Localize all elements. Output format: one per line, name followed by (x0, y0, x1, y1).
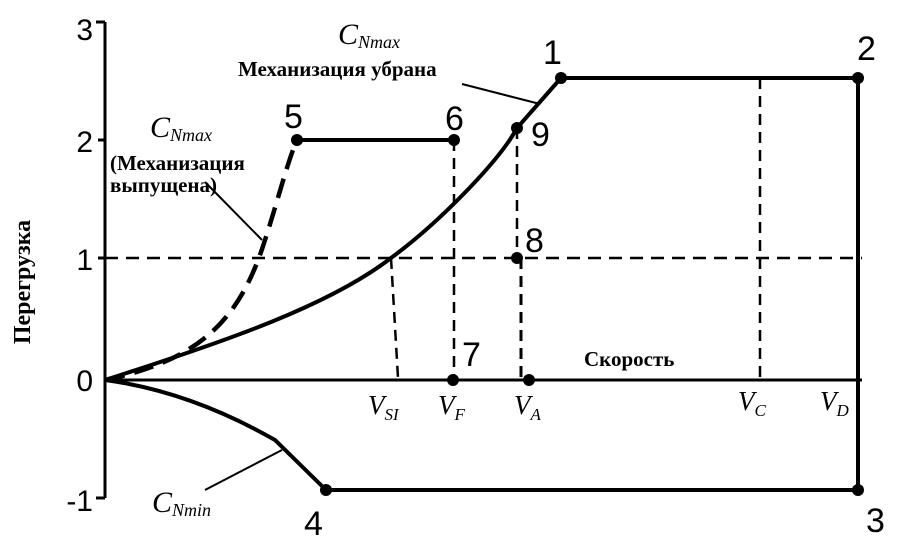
point-9-marker (511, 122, 523, 134)
point-5-label: 5 (284, 98, 303, 136)
cn-min-curve (104, 378, 328, 492)
speed-label-vsi: VSI (368, 390, 400, 424)
cn-max-extended-caption-line1: (Механизация (110, 151, 245, 175)
cn-max-retracted-curve (104, 76, 563, 382)
point-1-label: 1 (543, 34, 562, 72)
cn-max-retracted-caption: Механизация убрана (238, 57, 437, 81)
point-8-marker (511, 252, 523, 264)
x-axis-title: Скорость (584, 347, 674, 371)
point-4-marker (320, 484, 332, 496)
cn-max-extended-caption-line2: выпущена) (110, 173, 217, 197)
cn-max-extended-curve (104, 139, 300, 383)
point-1-marker (555, 72, 567, 84)
cn-min-symbol: CNmin (152, 486, 211, 520)
point-6-marker (448, 134, 460, 146)
y-tick-label-1: 1 (76, 244, 93, 277)
y-tick-label-3: 3 (76, 14, 93, 47)
point-9-label: 9 (531, 116, 550, 154)
leader-cn-max-retracted (461, 83, 541, 105)
point-7-marker (447, 374, 459, 386)
y-tick-label-2: 2 (76, 126, 93, 159)
point-2-label: 2 (857, 30, 876, 68)
speed-label-vf: VF (438, 390, 466, 424)
cn-max-extended-symbol: CNmax (150, 111, 212, 145)
speed-label-vd: VD (820, 386, 850, 420)
speed-label-va: VA (514, 390, 542, 424)
point-2-marker (852, 72, 864, 84)
y-tick-label-neg1: -1 (66, 485, 93, 518)
leader-cn-min (204, 449, 283, 491)
leader-cn-max-extended (204, 181, 263, 241)
cn-max-retracted-symbol: CNmax (338, 18, 400, 52)
point-5-marker (291, 134, 303, 146)
point-8-label: 8 (525, 222, 544, 260)
point-3-marker (852, 484, 864, 496)
point-va-marker (523, 374, 535, 386)
speed-label-vc: VC (738, 386, 767, 420)
y-tick-label-0: 0 (76, 365, 93, 398)
point-7-label: 7 (462, 336, 481, 374)
point-4-label: 4 (304, 505, 323, 543)
y-axis-title: Перегрузка (10, 220, 36, 344)
vsi-dashed (389, 257, 400, 379)
point-3-label: 3 (866, 502, 885, 540)
point-6-label: 6 (445, 100, 464, 138)
